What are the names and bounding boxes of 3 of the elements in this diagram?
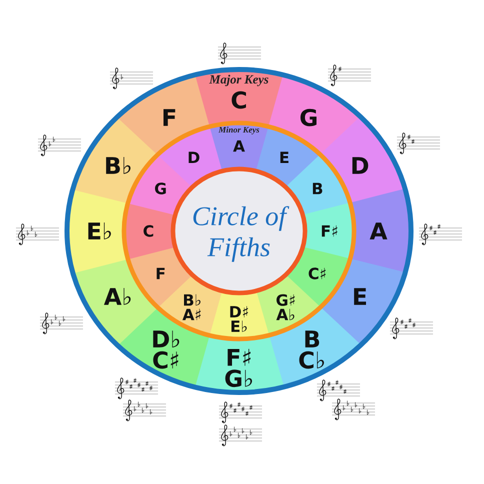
ring-segment: A bbox=[350, 189, 410, 273]
outer-ring bbox=[64, 67, 414, 395]
ring-segment: E♭ bbox=[68, 189, 128, 273]
